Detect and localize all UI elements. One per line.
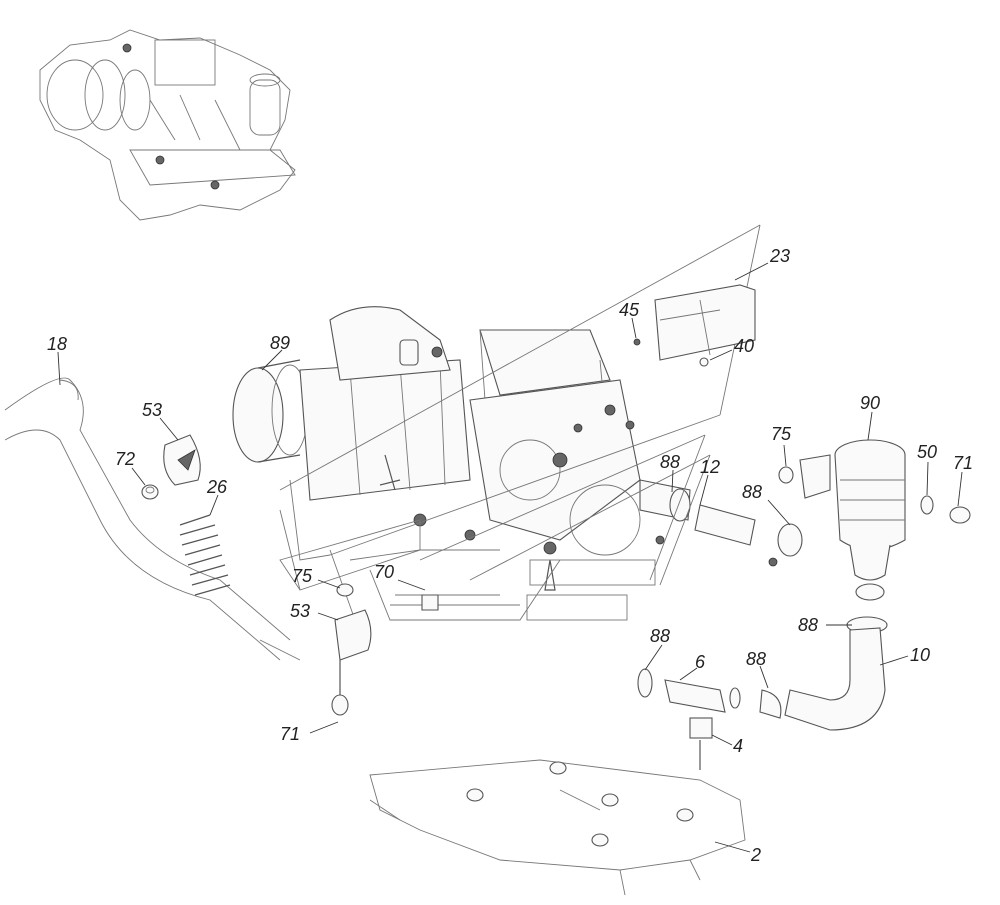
callout-75-right: 75: [771, 424, 792, 444]
callout-75-left: 75: [292, 566, 313, 586]
callout-53-upper: 53: [142, 400, 162, 420]
callout-71-right: 71: [953, 453, 973, 473]
base-plate-part-2: [369, 759, 746, 896]
hose-part-18: [4, 377, 301, 661]
callout-40: 40: [734, 336, 754, 356]
callout-89: 89: [270, 333, 290, 353]
assembled-overview-thumbnail: [39, 29, 296, 221]
callout-18: 18: [47, 334, 67, 354]
callout-90: 90: [860, 393, 880, 413]
callout-72: 72: [115, 449, 135, 469]
callout-10: 10: [910, 645, 930, 665]
callout-71-left: 71: [280, 724, 300, 744]
callout-23: 23: [769, 246, 790, 266]
nut-part-40: [699, 357, 709, 367]
clamp-part-88b: [768, 523, 803, 567]
callout-45: 45: [619, 300, 640, 320]
nut-part-45: [633, 338, 641, 346]
fitting-part-53-lower: [331, 583, 372, 716]
spring-part-26: [179, 514, 231, 596]
callout-88-clamp: 88: [742, 482, 762, 502]
callout-70: 70: [374, 562, 394, 582]
tee-part-4: [689, 717, 713, 770]
callout-2: 2: [750, 845, 761, 865]
fitting-part-70: [421, 594, 439, 611]
pipe-part-6: [637, 668, 782, 719]
callout-53-lower: 53: [290, 601, 310, 621]
washer-part-75b: [778, 466, 794, 484]
callout-6: 6: [695, 652, 706, 672]
cap-part-71b: [949, 506, 971, 524]
pipe-part-12: [694, 504, 756, 546]
filter-part-90: [799, 439, 906, 601]
leader-lines: [57, 262, 963, 853]
hose-end-part-53-upper: [163, 434, 201, 486]
main-assembly: [232, 224, 761, 621]
callout-88-left: 88: [650, 626, 670, 646]
cap-part-72: [141, 484, 159, 500]
callout-88-pipe: 88: [660, 452, 680, 472]
callout-4: 4: [733, 736, 743, 756]
callout-88-right: 88: [746, 649, 766, 669]
callout-50: 50: [917, 442, 937, 462]
callout-labels: 18 53 72 26 75 53 71 89 45 23 40 70 88 1…: [47, 246, 973, 865]
washer-part-50: [920, 495, 934, 515]
callout-12: 12: [700, 457, 720, 477]
callout-26: 26: [206, 477, 228, 497]
bracket-part-23: [654, 284, 756, 361]
callout-88-elbow: 88: [798, 615, 818, 635]
